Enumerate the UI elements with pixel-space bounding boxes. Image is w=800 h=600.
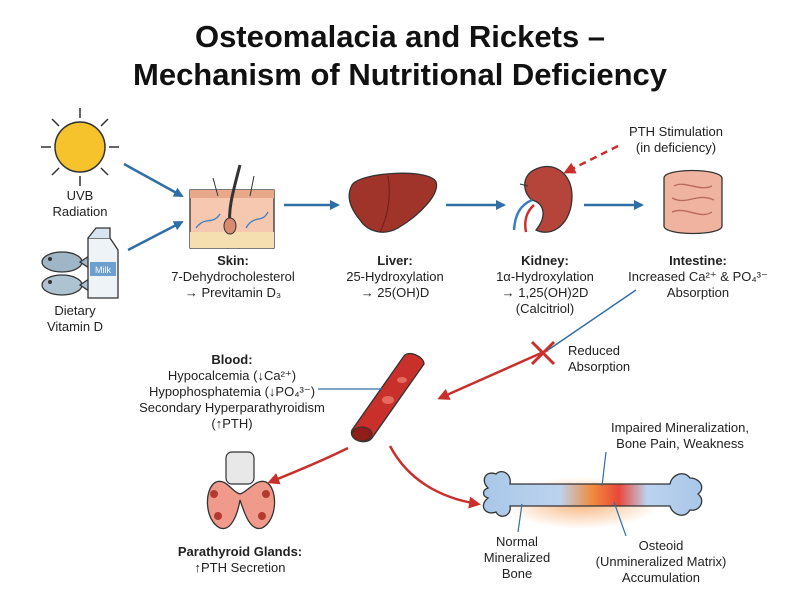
sun-icon <box>41 108 119 186</box>
parathyroid-icon <box>206 451 276 530</box>
blood-vessel-icon <box>350 352 425 443</box>
diagram-title: Osteomalacia and Rickets – Mechanism of … <box>0 18 800 94</box>
normal-bone-label: Normal Mineralized Bone <box>483 534 551 581</box>
pathway-arrows <box>123 162 644 252</box>
absorption-line <box>547 289 637 351</box>
title-line-1: Osteomalacia and Rickets – <box>194 19 606 54</box>
arrow-blood-to-bone <box>388 445 481 509</box>
milk-label: Milk <box>95 265 111 275</box>
liver-label: Liver: 25-Hydroxylation → 25(OH)D <box>346 253 444 300</box>
fish-milk-icon: Milk <box>41 227 119 299</box>
liver-icon <box>348 172 438 233</box>
osteoid-label: Osteoid (Unmineralized Matrix) Accumulat… <box>595 538 727 585</box>
pth-stimulation-arrow <box>563 144 619 174</box>
arrow-to-blood <box>437 348 549 400</box>
impaired-pointer <box>601 451 607 487</box>
arrow-diet-to-skin <box>127 220 184 252</box>
kidney-icon <box>512 165 573 233</box>
pth-stimulation-label: PTH Stimulation (in deficiency) <box>629 124 723 155</box>
kidney-label: Kidney: 1α-Hydroxylation → 1,25(OH)2D (C… <box>496 253 594 316</box>
blood-label: Blood: Hypocalcemia (↓Ca²⁺) Hypophosphat… <box>139 352 325 431</box>
uvb-label: UVB Radiation <box>52 188 108 219</box>
intestine-label: Intestine: Increased Ca²⁺ & PO₄³⁻ Absorp… <box>628 253 768 300</box>
parathyroid-label: Parathyroid Glands: ↑PTH Secretion <box>177 544 303 575</box>
arrow-blood-to-parathyroid <box>267 446 349 485</box>
dietary-label: Dietary Vitamin D <box>46 303 104 334</box>
impaired-mineralization-label: Impaired Mineralization, Bone Pain, Weak… <box>610 420 749 451</box>
bone-icon <box>482 470 703 529</box>
skin-label: Skin: 7-Dehydrocholesterol → Previtamin … <box>171 253 295 300</box>
reduced-absorption-label: Reduced Absorption <box>568 343 631 374</box>
title-line-2: Mechanism of Nutritional Deficiency <box>133 57 667 92</box>
intestine-icon <box>663 169 723 235</box>
arrow-uvb-to-skin <box>123 162 184 198</box>
skin-icon <box>189 164 275 249</box>
normal-bone-pointer <box>517 503 523 533</box>
osteoid-pointer <box>613 501 627 537</box>
